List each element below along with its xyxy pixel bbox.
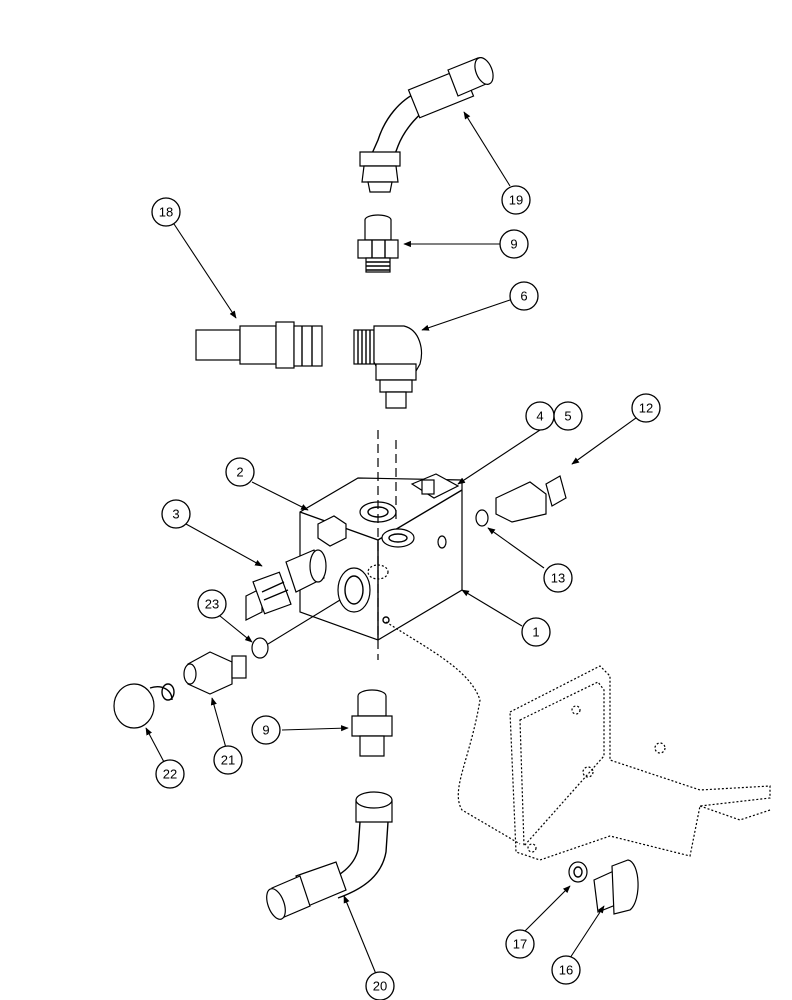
callout-2: 2 [225,457,255,487]
svg-text:20: 20 [373,979,387,994]
callout-13: 13 [543,563,573,593]
svg-text:2: 2 [236,465,243,480]
o-ring-13 [475,509,489,527]
callout-17: 17 [505,929,535,959]
callout-3: 3 [161,499,191,529]
callout-16: 16 [551,955,581,985]
callout-23: 23 [197,589,227,619]
fitting-9-upper [357,214,399,273]
svg-text:16: 16 [559,963,573,978]
callout-21: 21 [213,745,243,775]
callout-18: 18 [151,197,181,227]
svg-text:4: 4 [536,409,543,424]
elbow-6 [353,325,423,409]
svg-text:12: 12 [639,401,653,416]
callout-6: 6 [509,281,539,311]
hose-19 [359,57,494,193]
callout-12: 12 [631,393,661,423]
fitting-21 [183,651,247,695]
svg-text:9: 9 [262,723,269,738]
svg-text:13: 13 [551,571,565,586]
mounting-bracket [509,665,771,861]
callout-4: 4 [525,401,555,431]
fitting-9-lower [351,689,393,757]
svg-text:3: 3 [172,507,179,522]
callout-20: 20 [365,971,395,1000]
o-ring-23 [251,637,269,659]
leader-lines [145,111,637,975]
svg-text:21: 21 [221,753,235,768]
svg-text:9: 9 [510,237,517,252]
svg-text:18: 18 [159,205,173,220]
svg-text:1: 1 [532,625,539,640]
callout-1: 1 [521,617,551,647]
hose-20 [266,791,393,920]
valve-block-1 [299,473,463,641]
callout-22: 22 [155,759,185,789]
callout-5: 5 [553,401,583,431]
callout-9-upper: 9 [499,229,529,259]
callout-19: 19 [501,185,531,215]
svg-text:22: 22 [163,767,177,782]
svg-text:5: 5 [564,409,571,424]
cartridge-valve-3 [245,549,327,621]
svg-text:19: 19 [509,193,523,208]
washer-17 [568,861,588,883]
cap-22 [113,683,175,729]
hose-18 [195,321,323,369]
plug-12 [495,475,567,523]
svg-text:6: 6 [520,289,527,304]
callout-9-lower: 9 [251,715,281,745]
svg-text:17: 17 [513,937,527,952]
bolt-16 [593,859,639,915]
svg-text:23: 23 [205,597,219,612]
